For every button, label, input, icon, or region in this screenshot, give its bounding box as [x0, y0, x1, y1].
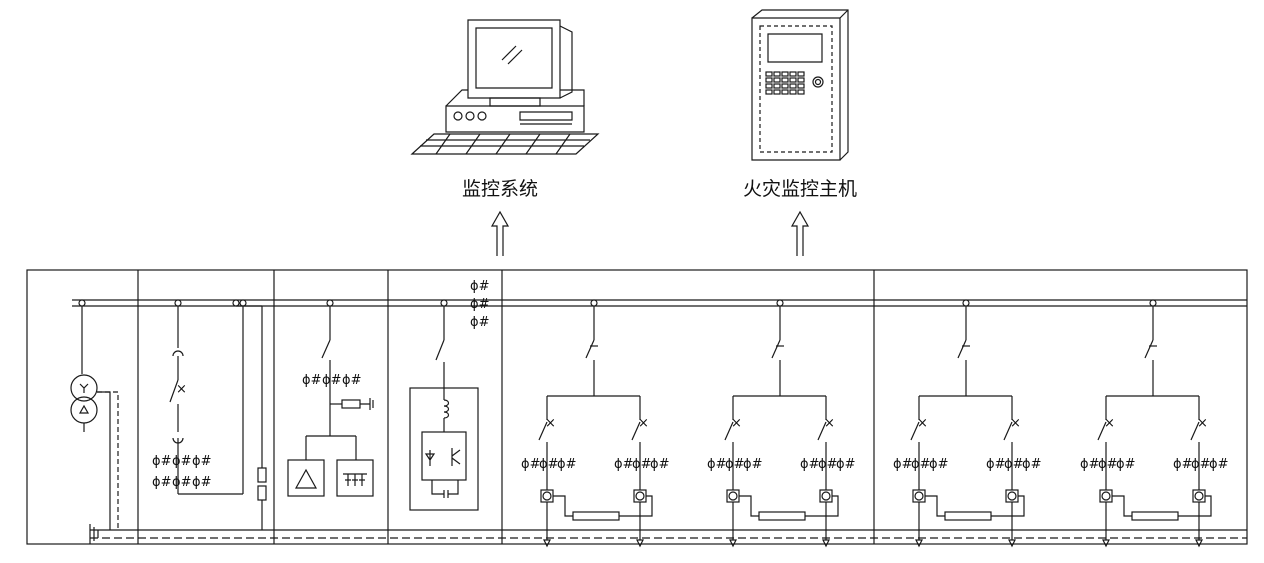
ct-symbol: ϕ#: [818, 457, 837, 472]
ct-symbol: ϕ#: [152, 475, 171, 490]
ct-symbol: ϕ#: [1098, 457, 1117, 472]
main-busbar: [72, 299, 1247, 307]
breaker-mark: ×: [176, 382, 187, 397]
ct-symbol: ϕ#: [836, 457, 855, 472]
ct-symbol: ϕ#: [322, 373, 341, 388]
bottom-bus: [89, 524, 1247, 544]
feeder-groups: [538, 299, 1212, 548]
feeder-group: [538, 299, 653, 548]
ct-symbol: ϕ#: [521, 457, 540, 472]
breaker-mark: ×: [1010, 416, 1021, 431]
breaker-mark: ×: [1104, 416, 1115, 431]
filter-panel: [409, 299, 479, 511]
up-arrow-icon: [790, 210, 810, 256]
ct-symbol: ϕ#: [929, 457, 948, 472]
ct-symbol: ϕ#: [800, 457, 819, 472]
ct-symbol: ϕ#: [1173, 457, 1192, 472]
monitor-system-label: 监控系统: [462, 178, 538, 200]
breaker-mark: ×: [545, 416, 556, 431]
ct-symbol: ϕ#: [632, 457, 651, 472]
capacitor-panel: [287, 299, 374, 497]
ct-symbol: ϕ#: [1116, 457, 1135, 472]
ct-symbol: ϕ#: [725, 457, 744, 472]
feeder-group: [724, 299, 839, 548]
ct-symbol: ϕ#: [986, 457, 1005, 472]
ct-symbol: ϕ#: [911, 457, 930, 472]
incoming-panel: [169, 299, 267, 530]
ct-symbol: ϕ#: [302, 373, 321, 388]
ct-symbol: ϕ#: [152, 454, 171, 469]
ct-symbol: ϕ#: [172, 454, 191, 469]
ct-symbol: ϕ#: [1080, 457, 1099, 472]
switchgear-frame: [26, 269, 1248, 545]
breaker-mark: ×: [1197, 416, 1208, 431]
ct-symbol: ϕ#: [1209, 457, 1228, 472]
ct-symbol: ϕ#: [539, 457, 558, 472]
fire-host-label: 火灾监控主机: [743, 178, 857, 200]
feeder-group: [1097, 299, 1212, 548]
fire-alarm-cabinet-icon: [751, 9, 849, 161]
breaker-mark: ×: [731, 416, 742, 431]
feeder-group: [910, 299, 1025, 548]
ct-symbol: ϕ#: [342, 373, 361, 388]
breaker-mark: ×: [638, 416, 649, 431]
computer-icon: [410, 19, 600, 155]
ct-symbol: ϕ#: [1004, 457, 1023, 472]
ct-symbol: ϕ#: [192, 454, 211, 469]
breaker-mark: ×: [824, 416, 835, 431]
ct-symbol: ϕ#: [650, 457, 669, 472]
transformer-symbol: [70, 299, 119, 530]
breaker-mark: ×: [917, 416, 928, 431]
ct-symbol: ϕ#: [172, 475, 191, 490]
ct-symbol: ϕ#: [192, 475, 211, 490]
ct-symbol: ϕ#: [893, 457, 912, 472]
ct-symbol: ϕ#: [470, 315, 489, 330]
ct-symbol: ϕ#: [743, 457, 762, 472]
ct-symbol: ϕ#: [557, 457, 576, 472]
ct-symbol: ϕ#: [470, 297, 489, 312]
ct-symbol: ϕ#: [614, 457, 633, 472]
ct-symbol: ϕ#: [1022, 457, 1041, 472]
ct-symbol: ϕ#: [470, 279, 489, 294]
ct-symbol: ϕ#: [1191, 457, 1210, 472]
up-arrow-icon: [490, 210, 510, 256]
ct-symbol: ϕ#: [707, 457, 726, 472]
